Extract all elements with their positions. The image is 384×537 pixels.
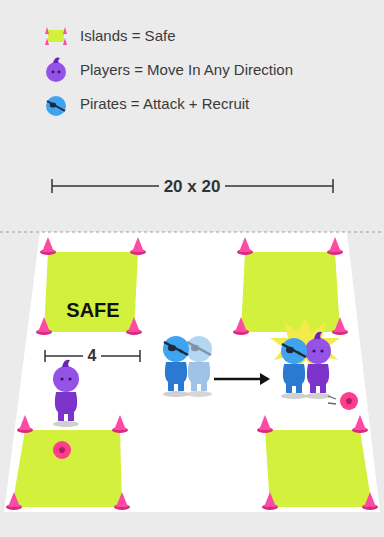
cone xyxy=(262,492,278,510)
legend-island-icon xyxy=(45,27,67,45)
pirate-figure xyxy=(163,336,189,397)
safe-island: SAFE xyxy=(40,240,144,340)
legend-text: Players = Move In Any Direction xyxy=(80,60,293,80)
island-shape xyxy=(40,240,144,340)
ball xyxy=(53,441,71,459)
ball-motion-lines xyxy=(328,396,336,404)
cone xyxy=(362,492,378,510)
cone xyxy=(6,492,22,510)
cone xyxy=(327,237,343,255)
cone xyxy=(112,415,128,433)
cone xyxy=(17,415,33,433)
island xyxy=(12,430,122,507)
legend-pirate-icon xyxy=(46,96,66,116)
cone xyxy=(352,415,368,433)
player-figure xyxy=(305,332,331,399)
dimension-label: 4 xyxy=(83,346,102,366)
cone xyxy=(237,237,253,255)
cone xyxy=(126,317,142,335)
cone xyxy=(36,317,52,335)
cone xyxy=(40,237,56,255)
island-label: SAFE xyxy=(66,298,119,322)
pirate-ghost-figure xyxy=(186,336,212,397)
pirate-figure xyxy=(281,338,307,399)
cone xyxy=(130,237,146,255)
legend-text: Islands = Safe xyxy=(80,26,175,46)
legend-text: Pirates = Attack + Recruit xyxy=(80,94,249,114)
ball xyxy=(340,392,358,410)
player-figure xyxy=(53,360,79,427)
field xyxy=(4,232,380,512)
cone xyxy=(332,317,348,335)
island xyxy=(265,430,372,507)
legend-player-icon xyxy=(46,58,66,82)
cone xyxy=(233,317,249,335)
movement-arrow xyxy=(214,373,270,385)
cone xyxy=(114,492,130,510)
field-boundary-dashed xyxy=(0,231,384,232)
island-fill xyxy=(44,252,138,332)
cone xyxy=(257,415,273,433)
dimension-label: 20 x 20 xyxy=(159,176,226,197)
island xyxy=(241,252,340,332)
